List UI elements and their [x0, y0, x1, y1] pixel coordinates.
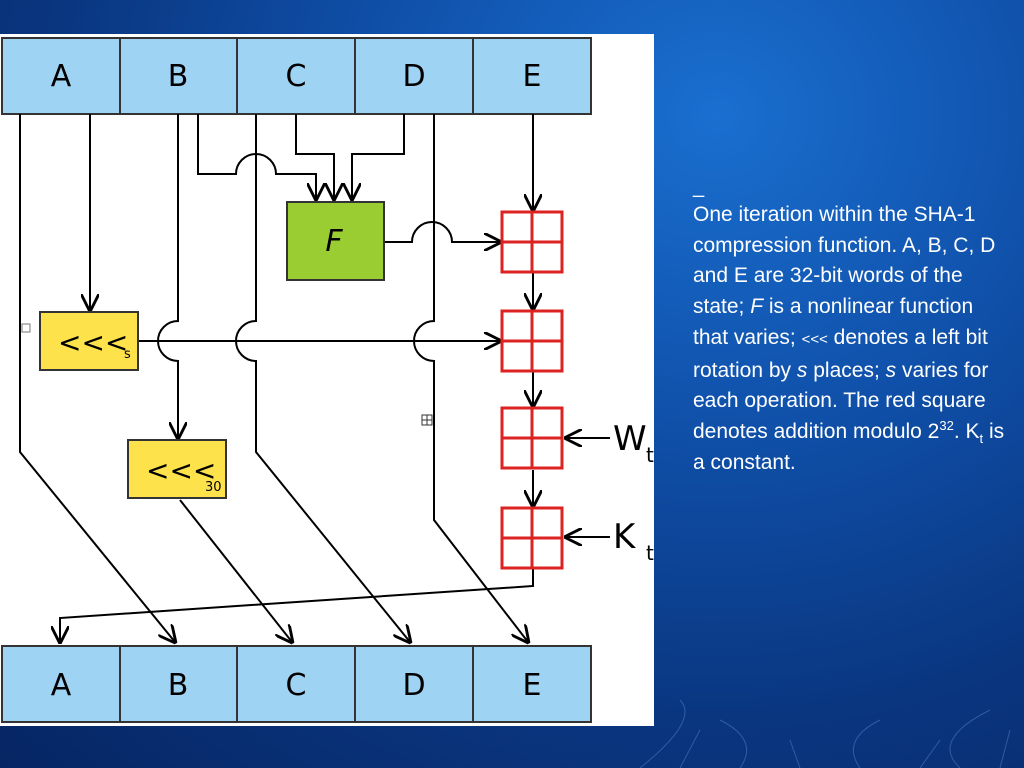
svg-text:A: A [51, 668, 72, 703]
adder-3 [500, 406, 564, 470]
svg-text:A: A [51, 59, 72, 94]
register-top-e: E [472, 37, 592, 115]
adder-4 [500, 506, 564, 570]
svg-text:E: E [523, 668, 542, 703]
svg-text:<<<: <<< [146, 454, 216, 487]
caption-text-1: One iteration within the SHA-1 compressi… [693, 203, 996, 319]
caption-exponent: 32 [939, 417, 954, 433]
stray-marks [21, 323, 433, 426]
stray-mark-glyph: « [570, 379, 580, 398]
adders [500, 210, 564, 570]
wire-adder4-to-a [60, 569, 534, 642]
wire-rotate30-to-c [179, 499, 292, 642]
top-registers: A B C D E [1, 37, 592, 115]
wire-d-to-f [352, 114, 405, 199]
caption-text-2: is a nonlinear function that varies; [693, 295, 974, 349]
wire-c-to-f [295, 114, 334, 199]
caption-text-5: varies for each operation. The red squar… [693, 358, 989, 443]
register-bottom-e: E [472, 645, 592, 723]
register-bottom-d: D [354, 645, 474, 723]
svg-text:E: E [523, 59, 542, 94]
caption-rotate-symbol: <<< [801, 330, 828, 348]
input-k-label: K t [613, 517, 654, 565]
caption-s1: s [796, 358, 808, 382]
svg-text:t: t [646, 541, 654, 565]
wires [19, 114, 610, 642]
sha1-diagram: A B C D E [1, 37, 654, 723]
svg-text:C: C [286, 668, 307, 703]
caption-text-7: is a constant. [693, 419, 1005, 474]
svg-text:D: D [402, 668, 425, 703]
input-w-label: W t [613, 419, 654, 467]
rotate-30-box: <<< 30 [127, 439, 227, 499]
register-top-c: C [236, 37, 356, 115]
caption-f: F [750, 295, 764, 319]
wire-d-to-e [413, 114, 528, 642]
svg-text:B: B [168, 59, 189, 94]
rotate-s-box: <<< s [39, 311, 139, 371]
svg-text:s: s [124, 347, 131, 362]
register-bottom-b: B [119, 645, 238, 723]
caption-text-4: places; [807, 358, 886, 382]
caption-subscript: t [979, 431, 984, 447]
bottom-registers: A B C D E [1, 645, 592, 723]
svg-text:<<<: <<< [58, 326, 128, 359]
wire-c-to-d [235, 114, 410, 642]
svg-text:B: B [168, 668, 189, 703]
register-bottom-c: C [236, 645, 356, 723]
stray-hash-icon [421, 414, 433, 426]
register-top-a: A [1, 37, 121, 115]
adder-1 [500, 210, 564, 274]
caption-text-3: denotes a left bit rotation by [693, 325, 988, 382]
diagram-caption: One iteration within the SHA-1 compressi… [693, 200, 1013, 478]
register-top-b: B [119, 37, 238, 115]
diagram-panel: A B C D E [0, 34, 654, 726]
svg-text:30: 30 [205, 480, 222, 495]
svg-text:F: F [325, 224, 343, 259]
adder-2 [500, 309, 564, 373]
wire-b-to-rotate-30 [157, 114, 178, 438]
caption-dash: _ [693, 176, 705, 198]
svg-text:D: D [402, 59, 425, 94]
svg-text:C: C [286, 59, 307, 94]
caption-text-6: . K [953, 419, 980, 443]
wire-a-to-b [19, 114, 175, 642]
svg-text:K: K [613, 517, 637, 557]
caption-s2: s [885, 358, 897, 382]
svg-text:t: t [646, 443, 654, 467]
function-f-box: F [286, 201, 385, 281]
svg-text:W: W [613, 419, 647, 459]
wire-f-to-adder1 [384, 221, 500, 242]
register-bottom-a: A [1, 645, 121, 723]
register-top-d: D [354, 37, 474, 115]
